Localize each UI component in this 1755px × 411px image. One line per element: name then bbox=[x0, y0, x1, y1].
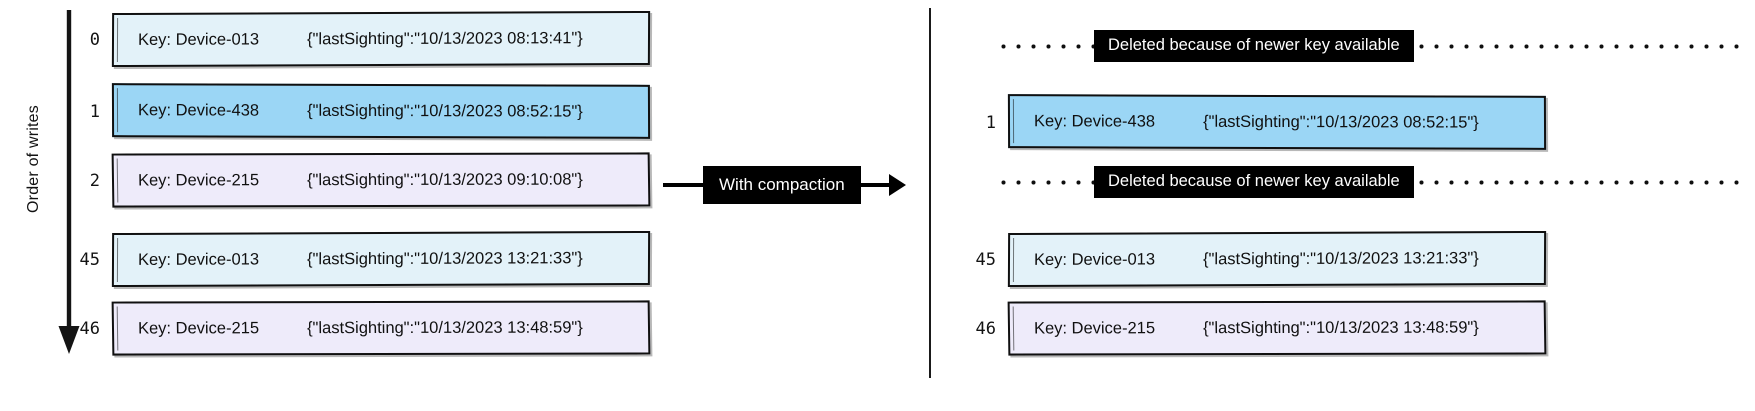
order-of-writes-label: Order of writes bbox=[25, 105, 42, 213]
table-row[interactable]: 0 Key: Device-013 {"lastSighting":"10/13… bbox=[66, 10, 656, 68]
record-card[interactable]: Key: Device-438 {"lastSighting":"10/13/2… bbox=[1007, 94, 1547, 150]
row-index: 46 bbox=[79, 319, 100, 339]
record-value: {"lastSighting":"10/13/2023 08:52:15"} bbox=[307, 101, 583, 121]
dotted-line-left bbox=[996, 43, 1094, 49]
record-key: Key: Device-013 bbox=[1033, 249, 1156, 269]
record-key: Key: Device-438 bbox=[1033, 111, 1156, 131]
row-index: 46 bbox=[975, 319, 996, 339]
table-row[interactable]: 45 Key: Device-013 {"lastSighting":"10/1… bbox=[66, 230, 656, 288]
table-row[interactable]: 46 Key: Device-215 {"lastSighting":"10/1… bbox=[962, 300, 1552, 357]
down-arrow-icon bbox=[58, 10, 80, 354]
record-card[interactable]: Key: Device-215 {"lastSighting":"10/13/2… bbox=[111, 152, 651, 208]
record-card[interactable]: Key: Device-215 {"lastSighting":"10/13/2… bbox=[111, 300, 651, 356]
record-key: Key: Device-013 bbox=[137, 249, 260, 269]
table-row[interactable]: 46 Key: Device-215 {"lastSighting":"10/1… bbox=[66, 300, 656, 357]
record-value: {"lastSighting":"10/13/2023 09:10:08"} bbox=[306, 170, 583, 189]
deleted-annotation: Deleted because of newer key available bbox=[996, 166, 1741, 198]
record-value: {"lastSighting":"10/13/2023 13:48:59"} bbox=[1202, 318, 1479, 337]
arrow-shaft-right bbox=[860, 182, 889, 188]
record-key: Key: Device-215 bbox=[137, 170, 260, 190]
right-arrow-icon bbox=[888, 174, 906, 196]
table-row[interactable]: 1 Key: Device-438 {"lastSighting":"10/13… bbox=[66, 83, 656, 140]
row-index: 2 bbox=[89, 171, 100, 191]
panel-divider bbox=[929, 8, 932, 378]
record-card[interactable]: Key: Device-215 {"lastSighting":"10/13/2… bbox=[1007, 300, 1547, 356]
row-index: 1 bbox=[89, 102, 100, 122]
record-key: Key: Device-013 bbox=[137, 29, 260, 49]
dotted-line-right bbox=[1413, 179, 1741, 185]
record-value: {"lastSighting":"10/13/2023 13:21:33"} bbox=[307, 248, 583, 268]
table-row[interactable]: 2 Key: Device-215 {"lastSighting":"10/13… bbox=[66, 152, 656, 209]
table-row[interactable]: 45 Key: Device-013 {"lastSighting":"10/1… bbox=[962, 230, 1552, 288]
row-index: 0 bbox=[89, 30, 100, 50]
record-card[interactable]: Key: Device-013 {"lastSighting":"10/13/2… bbox=[111, 230, 651, 288]
with-compaction-label: With compaction bbox=[703, 166, 861, 204]
record-key: Key: Device-215 bbox=[1033, 318, 1156, 338]
with-compaction-arrow: With compaction bbox=[663, 165, 906, 205]
record-card[interactable]: Key: Device-013 {"lastSighting":"10/13/2… bbox=[1007, 230, 1547, 288]
order-of-writes-axis: Order of writes bbox=[10, 0, 110, 411]
dotted-line-right bbox=[1413, 43, 1741, 49]
arrow-shaft-left bbox=[663, 182, 703, 188]
record-value: {"lastSighting":"10/13/2023 13:21:33"} bbox=[1203, 248, 1479, 268]
record-value: {"lastSighting":"10/13/2023 08:13:41"} bbox=[307, 28, 583, 48]
deleted-label: Deleted because of newer key available bbox=[1094, 166, 1414, 198]
record-key: Key: Device-438 bbox=[137, 100, 260, 120]
table-row[interactable]: 1 Key: Device-438 {"lastSighting":"10/13… bbox=[962, 94, 1552, 151]
deleted-annotation: Deleted because of newer key available bbox=[996, 30, 1741, 62]
dotted-line-left bbox=[996, 179, 1094, 185]
row-index: 45 bbox=[79, 250, 100, 270]
record-value: {"lastSighting":"10/13/2023 13:48:59"} bbox=[306, 318, 583, 337]
record-card[interactable]: Key: Device-438 {"lastSighting":"10/13/2… bbox=[111, 83, 651, 139]
row-index: 1 bbox=[985, 113, 996, 133]
record-card[interactable]: Key: Device-013 {"lastSighting":"10/13/2… bbox=[111, 10, 651, 68]
row-index: 45 bbox=[975, 250, 996, 270]
deleted-label: Deleted because of newer key available bbox=[1094, 30, 1414, 62]
record-key: Key: Device-215 bbox=[137, 318, 260, 338]
record-value: {"lastSighting":"10/13/2023 08:52:15"} bbox=[1203, 112, 1479, 132]
